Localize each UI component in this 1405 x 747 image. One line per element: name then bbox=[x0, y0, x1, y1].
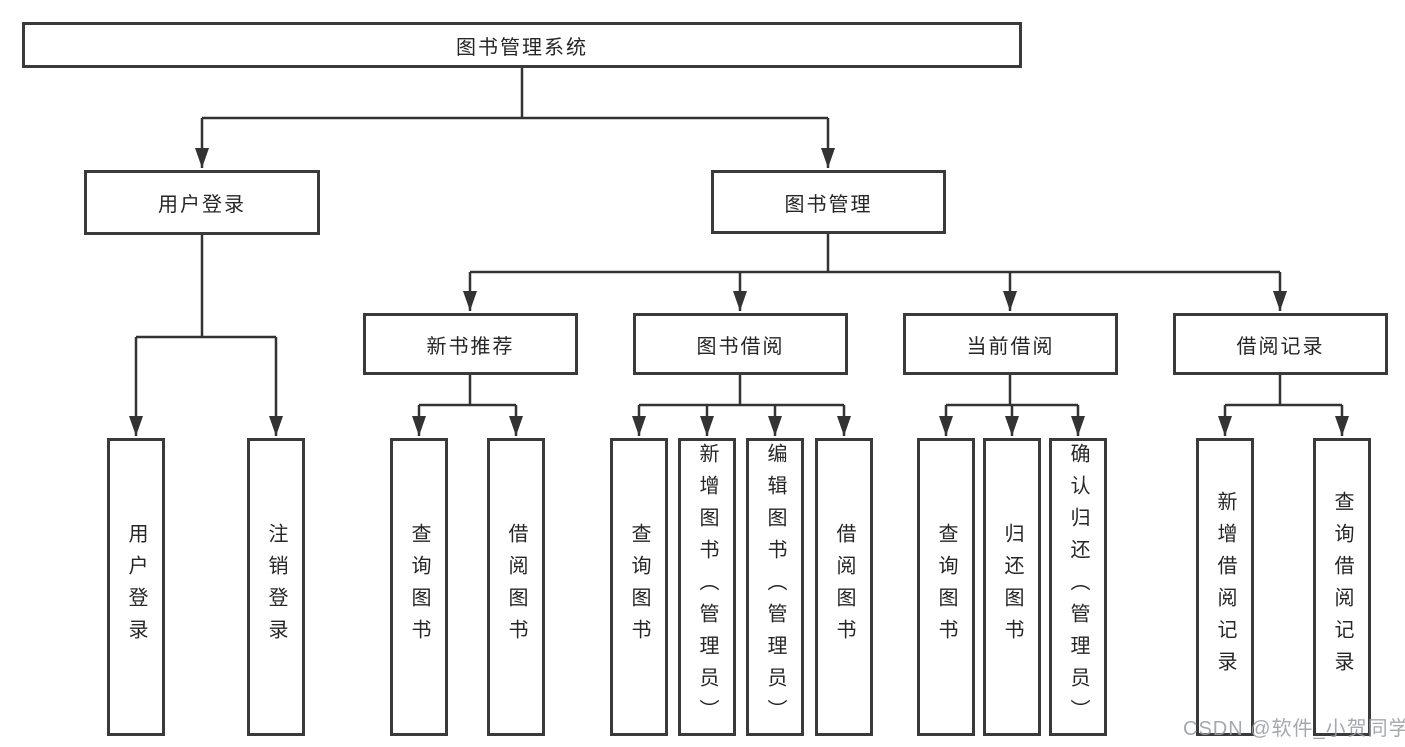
leaf-query-borrow-record: 查询借阅记录 bbox=[1313, 438, 1371, 736]
node-label: 注销登录 bbox=[265, 523, 287, 651]
node-label: 查询图书 bbox=[628, 523, 650, 651]
node-borrow-records: 借阅记录 bbox=[1173, 313, 1388, 375]
node-user-login: 用户登录 bbox=[84, 170, 320, 235]
node-label: 归还图书 bbox=[1001, 523, 1023, 651]
node-system-root: 图书管理系统 bbox=[22, 22, 1022, 68]
leaf-logout: 注销登录 bbox=[247, 438, 305, 736]
node-label: 图书借阅 bbox=[696, 335, 785, 358]
node-label: 查询图书 bbox=[935, 523, 957, 651]
node-label: 查询借阅记录 bbox=[1331, 491, 1353, 683]
node-label: 当前借阅 bbox=[966, 335, 1055, 358]
leaf-user-login: 用户登录 bbox=[107, 438, 165, 736]
node-label: 确认归还（管理员） bbox=[1067, 443, 1089, 731]
node-new-book-recommend: 新书推荐 bbox=[363, 313, 578, 375]
csdn-watermark: CSDN @软件_小贺同学 bbox=[1183, 718, 1405, 740]
node-label: 用户登录 bbox=[125, 523, 147, 651]
node-label: 新书推荐 bbox=[426, 335, 515, 358]
leaf-add-books-admin: 新增图书（管理员） bbox=[678, 438, 736, 736]
leaf-query-books-current: 查询图书 bbox=[917, 438, 975, 736]
node-label: 图书管理 bbox=[784, 193, 873, 216]
leaf-borrow-books: 借阅图书 bbox=[815, 438, 873, 736]
leaf-confirm-return-admin: 确认归还（管理员） bbox=[1049, 438, 1107, 736]
leaf-add-borrow-record: 新增借阅记录 bbox=[1196, 438, 1254, 736]
node-label: 借阅图书 bbox=[833, 523, 855, 651]
node-label: 新增图书（管理员） bbox=[696, 443, 718, 731]
leaf-query-books-recommend: 查询图书 bbox=[390, 438, 448, 736]
node-label: 用户登录 bbox=[158, 194, 246, 216]
leaf-borrow-books-recommend: 借阅图书 bbox=[487, 438, 545, 736]
leaf-return-books: 归还图书 bbox=[983, 438, 1041, 736]
node-label: 编辑图书（管理员） bbox=[764, 443, 786, 731]
leaf-edit-books-admin: 编辑图书（管理员） bbox=[746, 438, 804, 736]
node-label: 查询图书 bbox=[408, 523, 430, 651]
node-label: 新增借阅记录 bbox=[1214, 491, 1236, 683]
node-current-borrow: 当前借阅 bbox=[903, 313, 1118, 375]
node-book-management: 图书管理 bbox=[711, 170, 946, 234]
node-label: 借阅图书 bbox=[505, 523, 527, 651]
node-label: 借阅记录 bbox=[1236, 335, 1325, 358]
node-book-borrow: 图书借阅 bbox=[633, 313, 848, 375]
leaf-query-books-borrow: 查询图书 bbox=[610, 438, 668, 736]
node-label: 图书管理系统 bbox=[456, 36, 588, 59]
